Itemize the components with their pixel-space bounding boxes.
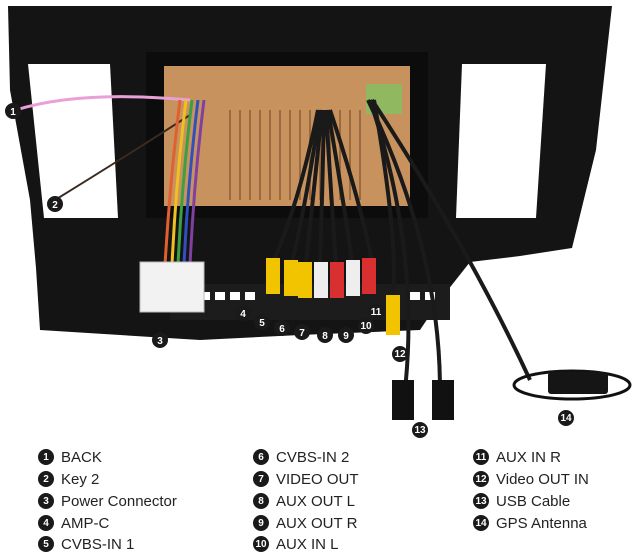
legend-item: 8 AUX OUT L bbox=[253, 490, 355, 512]
legend-item: 5 CVBS-IN 1 bbox=[38, 533, 134, 555]
legend-number: 3 bbox=[38, 493, 54, 509]
legend-number: 6 bbox=[253, 449, 269, 465]
svg-text:10: 10 bbox=[360, 321, 372, 332]
legend-number: 7 bbox=[253, 471, 269, 487]
legend-number: 11 bbox=[473, 449, 489, 465]
legend-label: AUX OUT L bbox=[276, 493, 355, 510]
legend-label: AUX IN R bbox=[496, 449, 561, 466]
usb-plug-2 bbox=[432, 380, 454, 420]
legend-label: GPS Antenna bbox=[496, 515, 587, 532]
legend-item: 3 Power Connector bbox=[38, 490, 177, 512]
legend-item: 10 AUX IN L bbox=[253, 533, 339, 555]
svg-text:6: 6 bbox=[279, 324, 285, 335]
legend-label: Video OUT IN bbox=[496, 471, 589, 488]
legend-item: 2 Key 2 bbox=[38, 468, 99, 490]
gps-antenna-block bbox=[548, 372, 608, 394]
legend-label: CVBS-IN 2 bbox=[276, 449, 349, 466]
svg-text:13: 13 bbox=[414, 425, 426, 436]
svg-text:8: 8 bbox=[322, 331, 328, 342]
legend-number: 10 bbox=[253, 536, 269, 552]
legend-label: AUX OUT R bbox=[276, 515, 357, 532]
legend-number: 8 bbox=[253, 493, 269, 509]
svg-text:2: 2 bbox=[52, 200, 58, 211]
legend-item: 14 GPS Antenna bbox=[473, 512, 587, 534]
legend-item: 12 Video OUT IN bbox=[473, 468, 589, 490]
svg-text:3: 3 bbox=[157, 336, 163, 347]
legend-label: USB Cable bbox=[496, 493, 570, 510]
legend-label: Key 2 bbox=[61, 471, 99, 488]
legend-label: AUX IN L bbox=[276, 536, 339, 553]
legend-item: 7 VIDEO OUT bbox=[253, 468, 359, 490]
legend-item: 13 USB Cable bbox=[473, 490, 570, 512]
svg-text:11: 11 bbox=[371, 307, 382, 318]
legend-number: 12 bbox=[473, 471, 489, 487]
legend: 1 BACK 2 Key 2 3 Power Connector 4 AMP-C… bbox=[0, 440, 640, 555]
legend-item: 6 CVBS-IN 2 bbox=[253, 446, 349, 468]
legend-number: 13 bbox=[473, 493, 489, 509]
legend-label: CVBS-IN 1 bbox=[61, 536, 134, 553]
legend-number: 9 bbox=[253, 515, 269, 531]
legend-number: 1 bbox=[38, 449, 54, 465]
legend-item: 11 AUX IN R bbox=[473, 446, 561, 468]
svg-text:4: 4 bbox=[240, 309, 246, 320]
legend-label: Power Connector bbox=[61, 493, 177, 510]
legend-label: AMP-C bbox=[61, 515, 109, 532]
usb-plug-1 bbox=[392, 380, 414, 420]
legend-number: 2 bbox=[38, 471, 54, 487]
right-cutout bbox=[456, 64, 546, 218]
head-unit-rear-photo: 1 2 3 4 5 6 7 8 9 10 11 12 13 14 bbox=[0, 0, 640, 440]
svg-text:9: 9 bbox=[343, 331, 349, 342]
legend-label: BACK bbox=[61, 449, 102, 466]
svg-text:1: 1 bbox=[10, 107, 16, 118]
legend-item: 1 BACK bbox=[38, 446, 102, 468]
legend-label: VIDEO OUT bbox=[276, 471, 359, 488]
legend-number: 5 bbox=[38, 536, 54, 552]
svg-text:12: 12 bbox=[394, 349, 406, 360]
legend-number: 14 bbox=[473, 515, 489, 531]
svg-text:14: 14 bbox=[560, 413, 572, 424]
legend-number: 4 bbox=[38, 515, 54, 531]
legend-item: 4 AMP-C bbox=[38, 512, 109, 534]
svg-text:7: 7 bbox=[299, 328, 305, 339]
svg-text:5: 5 bbox=[259, 318, 265, 329]
legend-item: 9 AUX OUT R bbox=[253, 512, 357, 534]
power-connector bbox=[140, 262, 204, 312]
